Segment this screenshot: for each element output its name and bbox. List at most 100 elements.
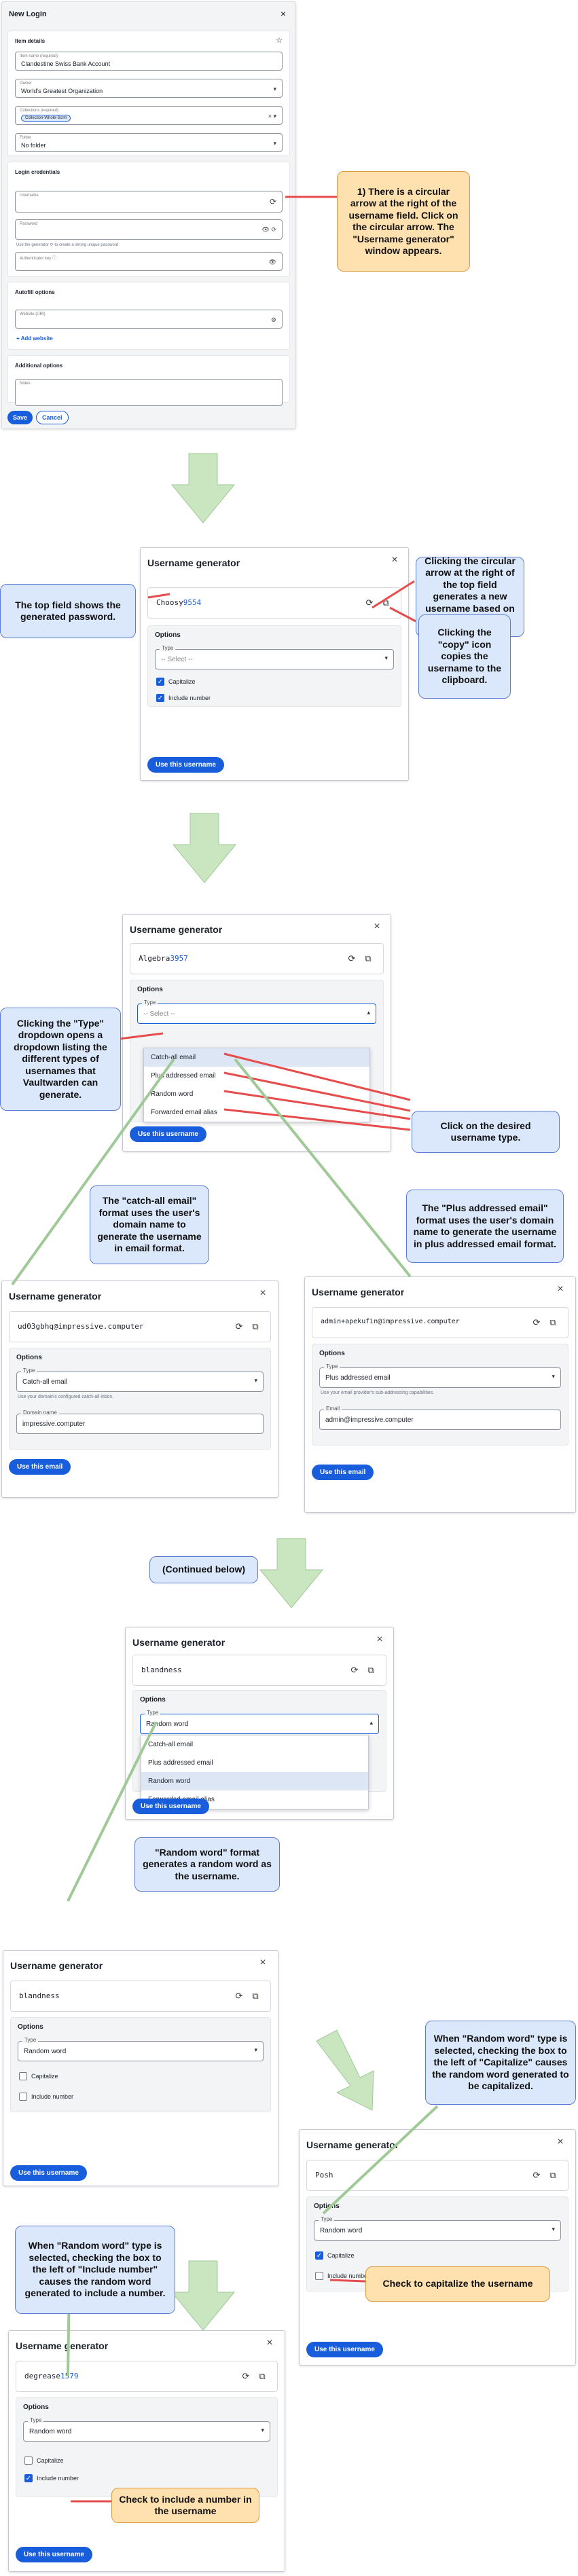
close-icon[interactable]: × xyxy=(266,2337,273,2349)
use-this-username-button[interactable]: Use this username xyxy=(132,1799,209,1814)
item-name-field[interactable]: Item name (required)Clandestine Swiss Ba… xyxy=(15,52,283,71)
authenticator-key-field[interactable]: Authenticator key ⓘ👁 xyxy=(15,252,283,271)
collection-chip[interactable]: Collection-Whole-Scrm xyxy=(21,115,71,122)
chevron-down-icon: ▾ xyxy=(254,1377,257,1384)
copy-icon[interactable]: ⧉ xyxy=(549,1317,556,1327)
dropdown-option-plus-addressed[interactable]: Plus addressed email xyxy=(151,1072,216,1080)
capitalize-checkbox[interactable]: ✓ xyxy=(156,678,164,686)
dropdown-option-random-word[interactable]: Random word xyxy=(151,1090,194,1098)
item-details-heading: Item details xyxy=(15,38,46,44)
refresh-icon[interactable]: ⟳ xyxy=(348,953,356,963)
eye-refresh-icons[interactable]: 👁 ⟳ xyxy=(261,226,276,233)
capitalize-checkbox[interactable]: ✓ xyxy=(315,2251,323,2260)
copy-icon[interactable]: ⧉ xyxy=(252,1321,259,1331)
options-heading: Options xyxy=(23,2404,49,2411)
close-icon[interactable]: × xyxy=(391,554,398,566)
options-heading: Options xyxy=(314,2203,340,2210)
note-copy-icon: Clicking the "copy" icon copies the user… xyxy=(418,614,511,699)
add-website-link[interactable]: + Add website xyxy=(16,335,53,342)
options-heading: Options xyxy=(16,1354,42,1361)
item-details-section: Item details ☆ Item name (required)Cland… xyxy=(7,31,290,156)
close-icon[interactable]: × xyxy=(374,921,380,932)
username-generator-panel-2: Username generator × Algebra3957 ⟳ ⧉ Opt… xyxy=(122,914,391,1152)
include-number-checkbox[interactable]: ✓ xyxy=(156,694,164,702)
refresh-icon[interactable]: ⟳ xyxy=(350,1665,359,1675)
additional-options-section: Additional options Notes xyxy=(7,355,290,406)
cancel-button[interactable]: Cancel xyxy=(36,411,69,424)
capitalize-checkbox[interactable] xyxy=(19,2072,27,2080)
copy-icon[interactable]: ⧉ xyxy=(259,2371,266,2381)
refresh-icon[interactable]: ⟳ xyxy=(532,1317,541,1327)
close-icon[interactable]: × xyxy=(376,1634,383,1645)
generated-value-box: Choosy9554 ⟳ ⧉ xyxy=(147,587,401,619)
collections-select[interactable]: Collections (required)Collection-Whole-S… xyxy=(15,106,283,125)
include-number-checkbox[interactable] xyxy=(19,2093,27,2101)
generated-username: Choosy9554 xyxy=(156,598,202,607)
chevron-down-icon: ▾ xyxy=(384,655,388,661)
eye-icon[interactable]: 👁 xyxy=(268,259,276,265)
close-icon[interactable]: × xyxy=(259,1957,266,1968)
type-select[interactable]: Type-- Select --▾ xyxy=(155,645,394,669)
username-field[interactable]: Username⟳ xyxy=(15,191,283,213)
gear-icon[interactable]: ⚙ xyxy=(270,316,276,323)
generator-title: Username generator xyxy=(16,2340,109,2351)
refresh-icon[interactable]: ⟳ xyxy=(532,2170,541,2180)
dropdown-option-forwarded-alias[interactable]: Forwarded email alias xyxy=(151,1109,217,1116)
dropdown-option-catch-all[interactable]: Catch-all email xyxy=(144,1048,369,1067)
password-field[interactable]: Password👁 ⟳ xyxy=(15,219,283,240)
use-this-username-button[interactable]: Use this username xyxy=(306,2342,383,2357)
copy-icon[interactable]: ⧉ xyxy=(365,953,372,963)
save-button[interactable]: Save xyxy=(7,411,33,424)
close-icon[interactable]: × xyxy=(557,2136,564,2148)
close-icon[interactable]: × xyxy=(557,1283,564,1295)
chevron-down-icon: ▾ xyxy=(273,86,276,92)
generated-username: blandness xyxy=(141,1666,182,1674)
generated-username: blandness xyxy=(19,1991,60,2000)
use-this-username-button[interactable]: Use this username xyxy=(10,2165,87,2181)
refresh-icon[interactable]: ⟳ xyxy=(235,1321,243,1331)
use-this-username-button[interactable]: Use this username xyxy=(147,757,224,773)
use-this-email-button[interactable]: Use this email xyxy=(312,1465,374,1480)
new-login-title: New Login xyxy=(9,10,47,18)
refresh-icon[interactable]: ⟳ xyxy=(235,1991,243,2001)
use-this-email-button[interactable]: Use this email xyxy=(9,1459,71,1475)
note-plus-addressed: The "Plus addressed email" format uses t… xyxy=(406,1190,564,1263)
copy-icon[interactable]: ⧉ xyxy=(367,1665,374,1675)
copy-icon[interactable]: ⧉ xyxy=(382,597,389,608)
use-this-username-button[interactable]: Use this username xyxy=(130,1126,206,1142)
generator-title: Username generator xyxy=(312,1287,405,1298)
close-icon[interactable]: × xyxy=(280,8,286,19)
copy-icon[interactable]: ⧉ xyxy=(549,2170,556,2180)
down-arrow-2 xyxy=(172,813,237,883)
refresh-icon[interactable]: ⟳ xyxy=(365,597,374,608)
copy-icon[interactable]: ⧉ xyxy=(252,1991,259,2001)
refresh-icon[interactable]: ⟳ xyxy=(269,197,276,206)
website-field[interactable]: Website (URI)⚙ xyxy=(15,310,283,329)
type-select[interactable]: Type-- Select --▴ xyxy=(137,999,376,1024)
dropdown-option-plus-addressed[interactable]: Plus addressed email xyxy=(148,1759,213,1767)
star-icon[interactable]: ☆ xyxy=(276,37,283,45)
generated-value-box: degrease1579 ⟳ ⧉ xyxy=(16,2361,278,2392)
capitalize-checkbox[interactable] xyxy=(24,2457,33,2465)
use-this-username-button[interactable]: Use this username xyxy=(16,2547,92,2562)
dropdown-option-random-word[interactable]: Random word xyxy=(141,1772,368,1790)
refresh-icon[interactable]: ⟳ xyxy=(242,2371,250,2381)
capitalize-label: Capitalize xyxy=(37,2457,64,2464)
dropdown-option-catch-all[interactable]: Catch-all email xyxy=(148,1741,194,1748)
close-icon[interactable]: × xyxy=(259,1287,266,1299)
username-generator-panel-number: Username generator × degrease1579 ⟳ ⧉ Op… xyxy=(8,2330,285,2572)
include-number-checkbox[interactable]: ✓ xyxy=(24,2474,33,2482)
include-number-checkbox[interactable] xyxy=(315,2272,323,2280)
notes-field[interactable]: Notes xyxy=(15,379,283,406)
